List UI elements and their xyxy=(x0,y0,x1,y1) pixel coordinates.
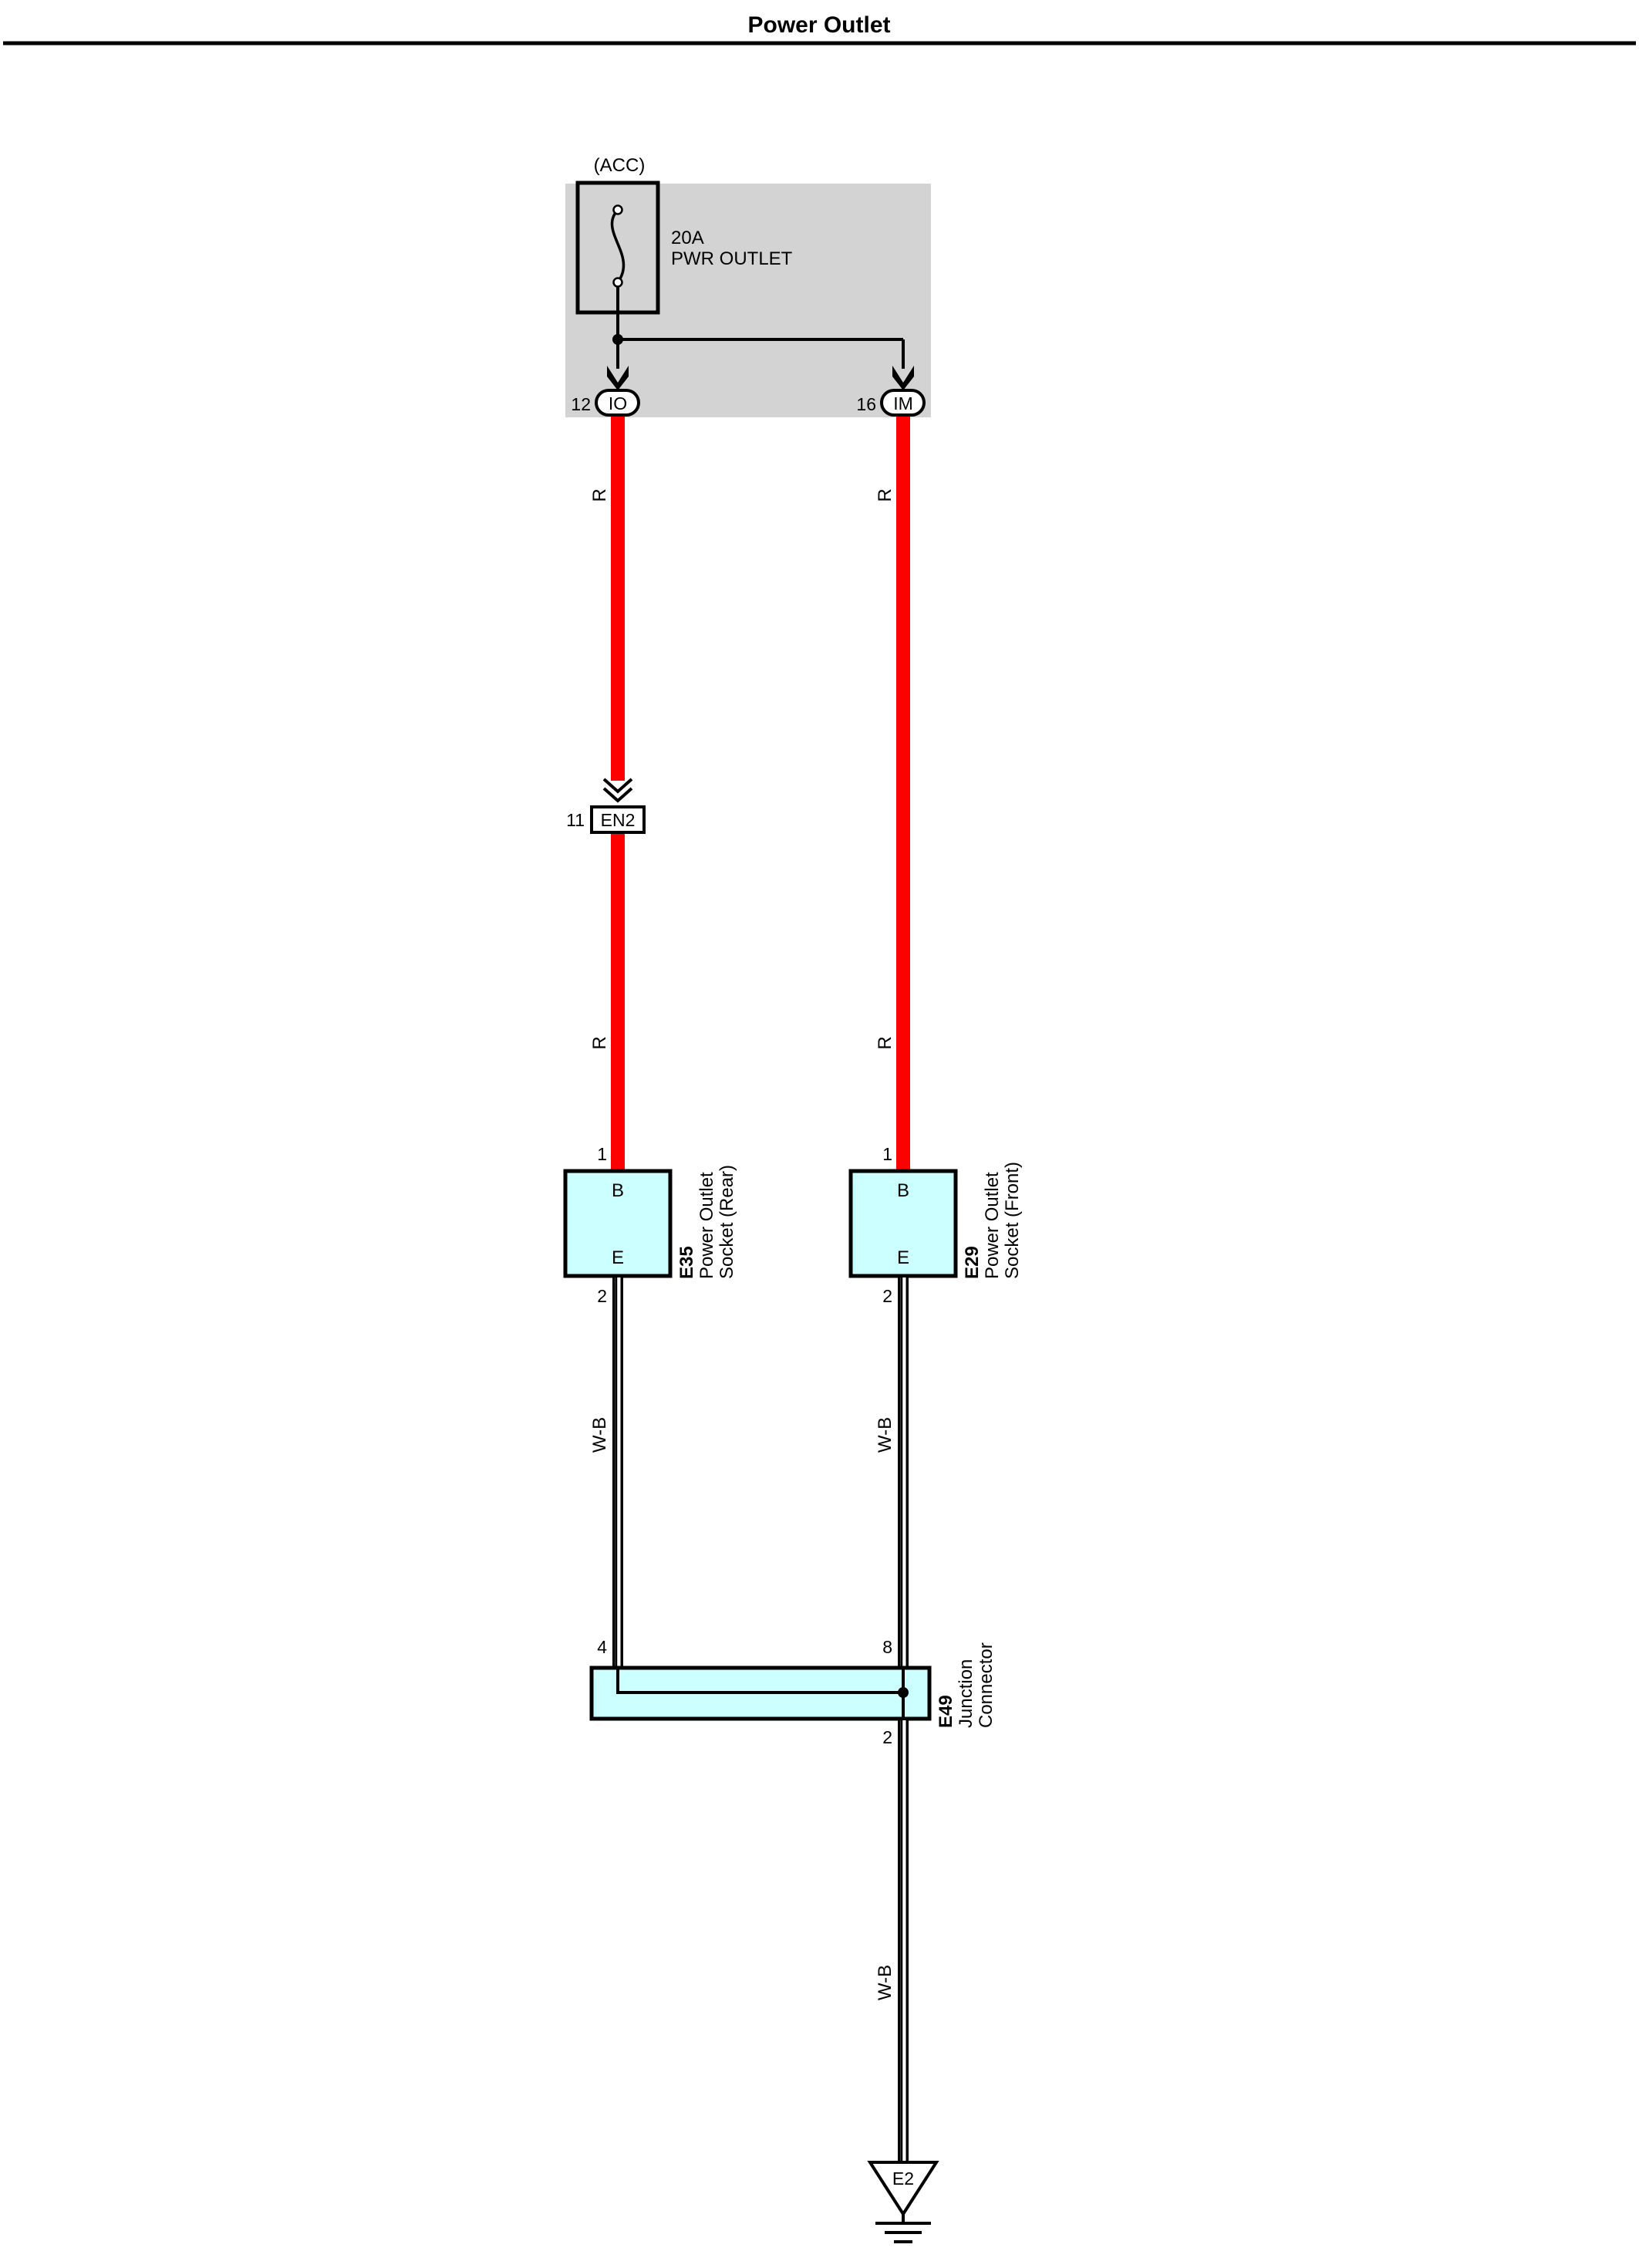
e29-name-line2: Socket (Front) xyxy=(1002,1162,1023,1279)
e29-terminal-e: E xyxy=(897,1247,909,1268)
wire-label-wb-left: W-B xyxy=(589,1417,610,1453)
io-connector-code: IO xyxy=(609,393,627,413)
wire-label-r-left-upper: R xyxy=(589,488,610,501)
e29-terminal-b: B xyxy=(897,1180,909,1201)
e35-code: E35 xyxy=(676,1246,697,1279)
fuse-terminal-bottom xyxy=(612,277,623,288)
fuse-name: PWR OUTLET xyxy=(671,248,793,269)
en2-connector xyxy=(590,805,646,834)
en2-chevron-icon xyxy=(602,778,633,803)
e35-terminal-e: E xyxy=(612,1247,624,1268)
e35-component-box xyxy=(563,1169,673,1278)
ground-triangle xyxy=(867,2161,939,2217)
en2-connector-code: EN2 xyxy=(601,810,636,830)
page-title: Power Outlet xyxy=(747,12,890,38)
e29-code: E29 xyxy=(962,1246,983,1279)
fuse-rating: 20A xyxy=(671,228,704,248)
wb-wire-ground xyxy=(898,1720,909,2166)
io-arrow-icon xyxy=(607,366,629,390)
fuse-supply-label: (ACC) xyxy=(594,155,646,176)
fuse-element-icon xyxy=(610,208,626,284)
ground-symbol-icon xyxy=(875,2214,931,2243)
io-connector xyxy=(595,389,640,417)
im-arrow-icon xyxy=(892,366,914,390)
e49-pin-out: 2 xyxy=(882,1727,892,1747)
wb-wire-right xyxy=(898,1277,909,1668)
wire-label-wb-right: W-B xyxy=(875,1417,895,1453)
e49-name-line1: Junction xyxy=(956,1659,976,1728)
im-pin-number: 16 xyxy=(856,394,876,414)
e29-pin-bottom: 2 xyxy=(882,1286,892,1306)
e29-component-box xyxy=(848,1169,958,1278)
wire-label-r-right-lower: R xyxy=(875,1036,895,1049)
wire-label-r-left-lower: R xyxy=(589,1036,610,1049)
e35-name-line1: Power Outlet xyxy=(696,1172,717,1279)
e49-internal-bus xyxy=(616,1668,903,1694)
e35-terminal-b: B xyxy=(612,1180,624,1201)
jb-splice-dot xyxy=(612,334,623,345)
io-pin-number: 12 xyxy=(571,394,591,414)
e29-name-line1: Power Outlet xyxy=(982,1172,1003,1279)
e29-pin-top: 1 xyxy=(882,1144,892,1164)
e35-pin-top: 1 xyxy=(597,1144,607,1164)
wire-label-wb-ground: W-B xyxy=(875,1965,895,2000)
e49-pin-left: 4 xyxy=(597,1637,607,1657)
im-connector xyxy=(880,389,926,417)
en2-pin-number: 11 xyxy=(566,810,585,830)
e49-splice-dot xyxy=(898,1687,909,1698)
e49-name-line2: Connector xyxy=(976,1642,997,1728)
ground-code: E2 xyxy=(892,2168,914,2189)
im-connector-code: IM xyxy=(893,393,913,413)
e35-pin-bottom: 2 xyxy=(597,1286,607,1306)
e35-name-line2: Socket (Rear) xyxy=(717,1165,737,1279)
wire-label-r-right-upper: R xyxy=(875,488,895,501)
e49-pin-right: 8 xyxy=(882,1637,892,1657)
wb-wire-left xyxy=(612,1277,623,1668)
fuse-terminal-top xyxy=(612,204,623,215)
e49-code: E49 xyxy=(936,1695,956,1728)
